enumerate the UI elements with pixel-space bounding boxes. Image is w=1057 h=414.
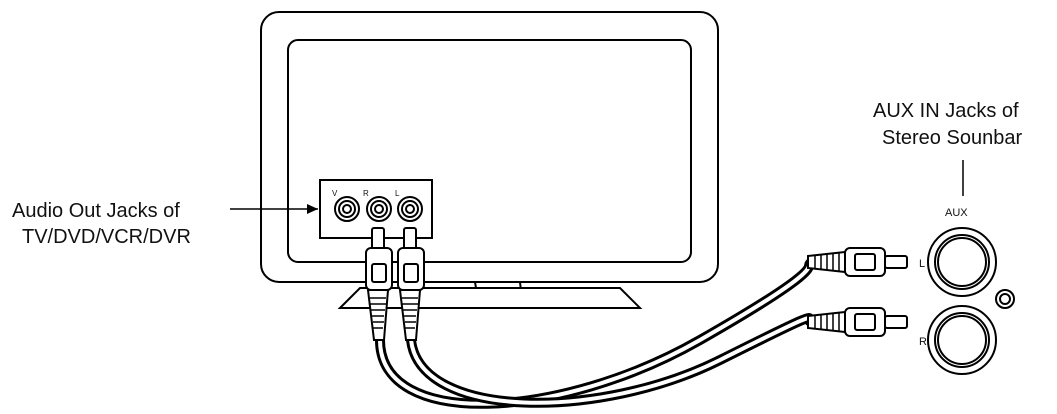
soundbar-callout: AUX IN Jacks of Stereo Sounbar	[873, 100, 1022, 196]
soundbar-label-line2: Stereo Sounbar	[882, 127, 1022, 149]
aux-left-jack	[927, 227, 997, 297]
jack-label-l: L	[395, 189, 400, 198]
tv-label-line2: TV/DVD/VCR/DVR	[22, 226, 191, 248]
audio-right-jack	[366, 196, 392, 222]
audio-left-jack	[397, 196, 423, 222]
rca-plug-tv-left	[397, 227, 425, 341]
soundbar-aux-panel: AUX L R	[919, 207, 1015, 375]
rca-plug-soundbar-right	[807, 307, 908, 337]
jack-label-v: V	[332, 189, 338, 198]
rca-plug-soundbar-left	[807, 247, 908, 277]
tv-body	[260, 11, 719, 283]
video-jack	[334, 196, 360, 222]
aux-right-label: R	[919, 336, 927, 348]
tv-callout: Audio Out Jacks of TV/DVD/VCR/DVR	[12, 200, 318, 248]
aux-right-jack	[927, 305, 997, 375]
soundbar-label-line1: AUX IN Jacks of	[873, 100, 1019, 122]
tv-label-line1: Audio Out Jacks of	[12, 200, 180, 222]
aux-left-label: L	[919, 258, 925, 270]
tv-callout-arrowhead	[307, 204, 318, 214]
jack-label-r: R	[363, 189, 369, 198]
aux-header-label: AUX	[945, 207, 968, 219]
rca-plug-tv-right	[365, 227, 393, 341]
small-indicator-jack	[995, 289, 1015, 309]
audio-cables	[375, 257, 817, 409]
